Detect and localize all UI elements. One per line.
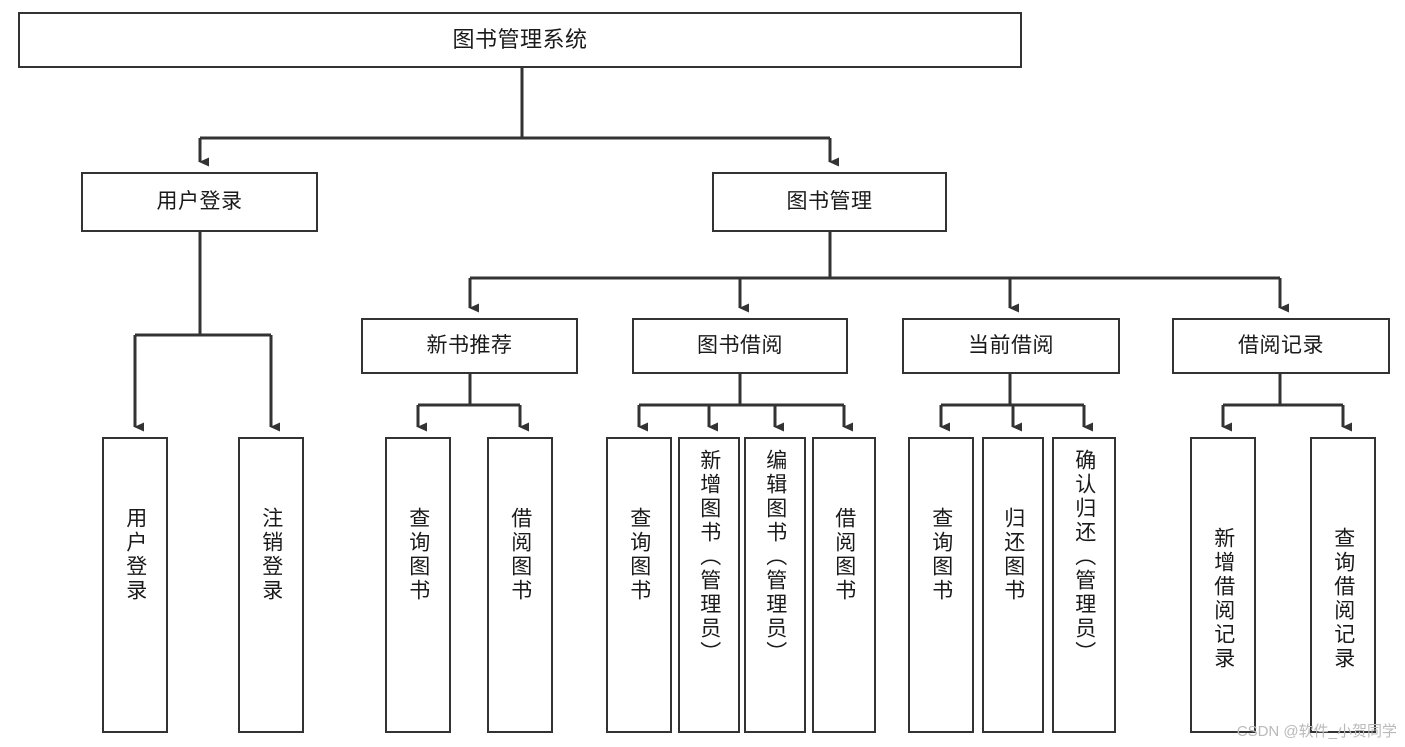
node-current-query-book[interactable]: 查询图书 — [908, 437, 974, 733]
node-borrow-query-book[interactable]: 查询图书 — [606, 437, 672, 733]
node-borrow-edit-book[interactable]: 编辑图书（管理员） — [744, 437, 806, 733]
node-current-borrow-label: 当前借阅 — [968, 334, 1054, 358]
node-new-book-recommend[interactable]: 新书推荐 — [361, 318, 578, 374]
node-user-logout[interactable]: 注销登录 — [238, 437, 304, 733]
node-borrow-borrow-book-label: 借阅图书 — [832, 507, 856, 603]
node-current-confirm-return[interactable]: 确认归还（管理员） — [1052, 437, 1116, 733]
node-user-login[interactable]: 用户登录 — [81, 172, 318, 232]
node-borrow-borrow-book[interactable]: 借阅图书 — [812, 437, 876, 733]
node-current-borrow[interactable]: 当前借阅 — [902, 318, 1120, 374]
node-current-confirm-return-label: 确认归还（管理员） — [1072, 449, 1096, 665]
node-borrow-record[interactable]: 借阅记录 — [1172, 318, 1390, 374]
node-record-query[interactable]: 查询借阅记录 — [1310, 437, 1376, 733]
node-root[interactable]: 图书管理系统 — [18, 12, 1022, 68]
node-book-borrow-label: 图书借阅 — [697, 334, 783, 358]
node-record-query-label: 查询借阅记录 — [1331, 527, 1355, 671]
node-recommend-query-book-label: 查询图书 — [406, 507, 430, 603]
node-user-login-do-label: 用户登录 — [123, 507, 147, 603]
node-new-book-recommend-label: 新书推荐 — [426, 334, 513, 358]
node-book-manage[interactable]: 图书管理 — [712, 172, 947, 232]
node-borrow-add-book[interactable]: 新增图书（管理员） — [678, 437, 740, 733]
node-user-logout-label: 注销登录 — [259, 507, 283, 603]
node-borrow-query-book-label: 查询图书 — [627, 507, 651, 603]
node-borrow-add-book-label: 新增图书（管理员） — [697, 449, 721, 665]
node-current-query-book-label: 查询图书 — [929, 507, 953, 603]
node-user-login-label: 用户登录 — [156, 190, 243, 214]
node-record-add[interactable]: 新增借阅记录 — [1190, 437, 1256, 733]
node-recommend-borrow-book-label: 借阅图书 — [508, 507, 532, 603]
node-current-return-book-label: 归还图书 — [1001, 507, 1025, 603]
watermark-text: CSDN @软件_小贺同学 — [1236, 723, 1397, 740]
node-recommend-borrow-book[interactable]: 借阅图书 — [487, 437, 553, 733]
node-borrow-edit-book-label: 编辑图书（管理员） — [763, 449, 787, 665]
node-book-manage-label: 图书管理 — [786, 190, 873, 214]
node-book-borrow[interactable]: 图书借阅 — [632, 318, 848, 374]
node-recommend-query-book[interactable]: 查询图书 — [385, 437, 451, 733]
node-root-label: 图书管理系统 — [452, 26, 588, 52]
node-user-login-do[interactable]: 用户登录 — [102, 437, 168, 733]
node-borrow-record-label: 借阅记录 — [1238, 334, 1324, 358]
node-record-add-label: 新增借阅记录 — [1211, 527, 1235, 671]
node-current-return-book[interactable]: 归还图书 — [982, 437, 1044, 733]
